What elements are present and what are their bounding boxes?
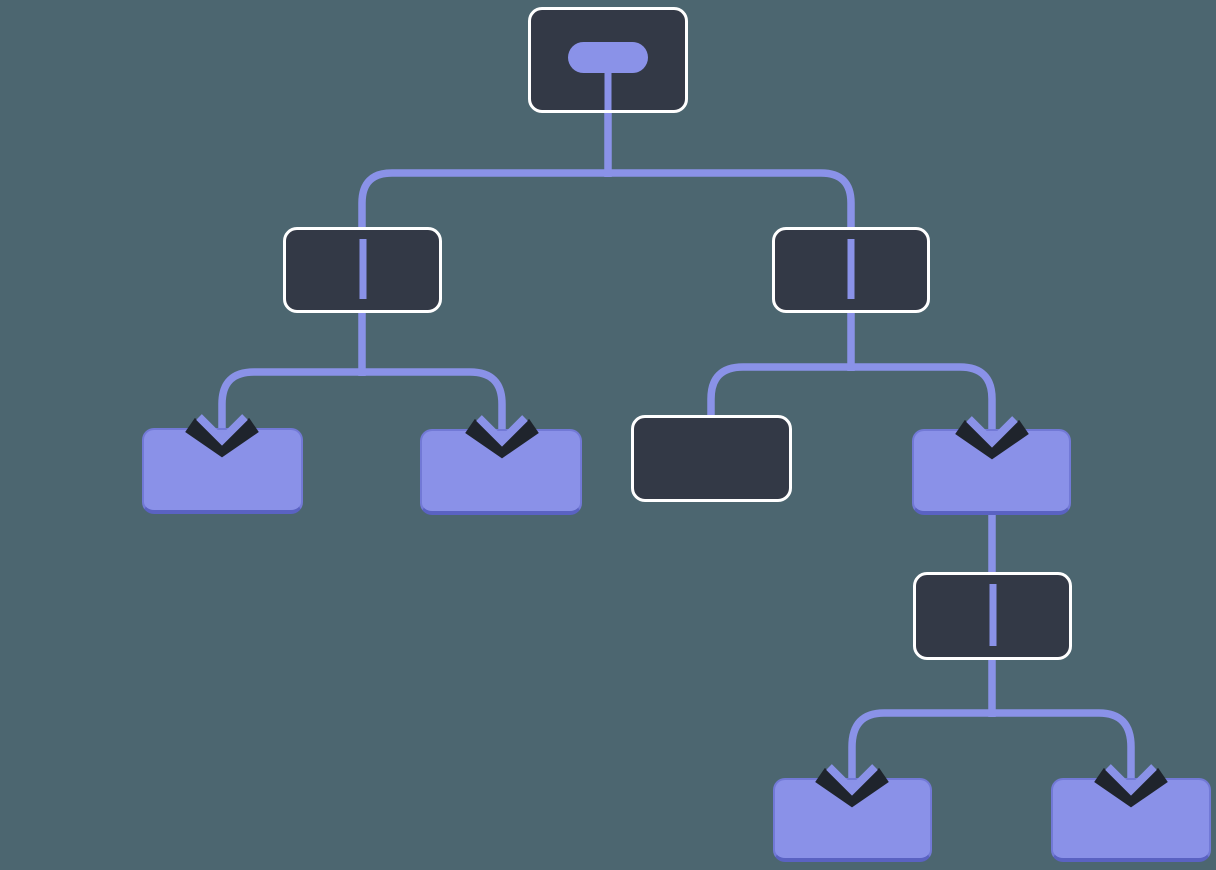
- edge-split-right: [707, 363, 996, 436]
- tree-node-branch-right[interactable]: [772, 227, 930, 313]
- root-pill-stem: [604, 66, 612, 110]
- root-pill-icon: [568, 42, 648, 73]
- tree-node-branch-left[interactable]: [283, 227, 442, 313]
- tree-node-branch-bottom[interactable]: [913, 572, 1072, 660]
- tree-node-leaf-3[interactable]: [912, 429, 1071, 515]
- pass-through-line: [359, 239, 366, 299]
- edge-split-left: [218, 368, 506, 435]
- edge-split-top: [358, 169, 855, 230]
- tree-node-leaf-4[interactable]: [773, 778, 932, 862]
- tree-node-root[interactable]: [528, 7, 688, 113]
- pass-through-line: [989, 584, 996, 646]
- edge-split-bottom: [848, 709, 1135, 784]
- tree-node-leaf-2[interactable]: [420, 429, 582, 515]
- tree-node-leaf-5[interactable]: [1051, 778, 1211, 862]
- tree-node-leaf-1[interactable]: [142, 428, 303, 514]
- pass-through-line: [847, 239, 855, 299]
- tree-node-dark-leaf[interactable]: [631, 415, 792, 502]
